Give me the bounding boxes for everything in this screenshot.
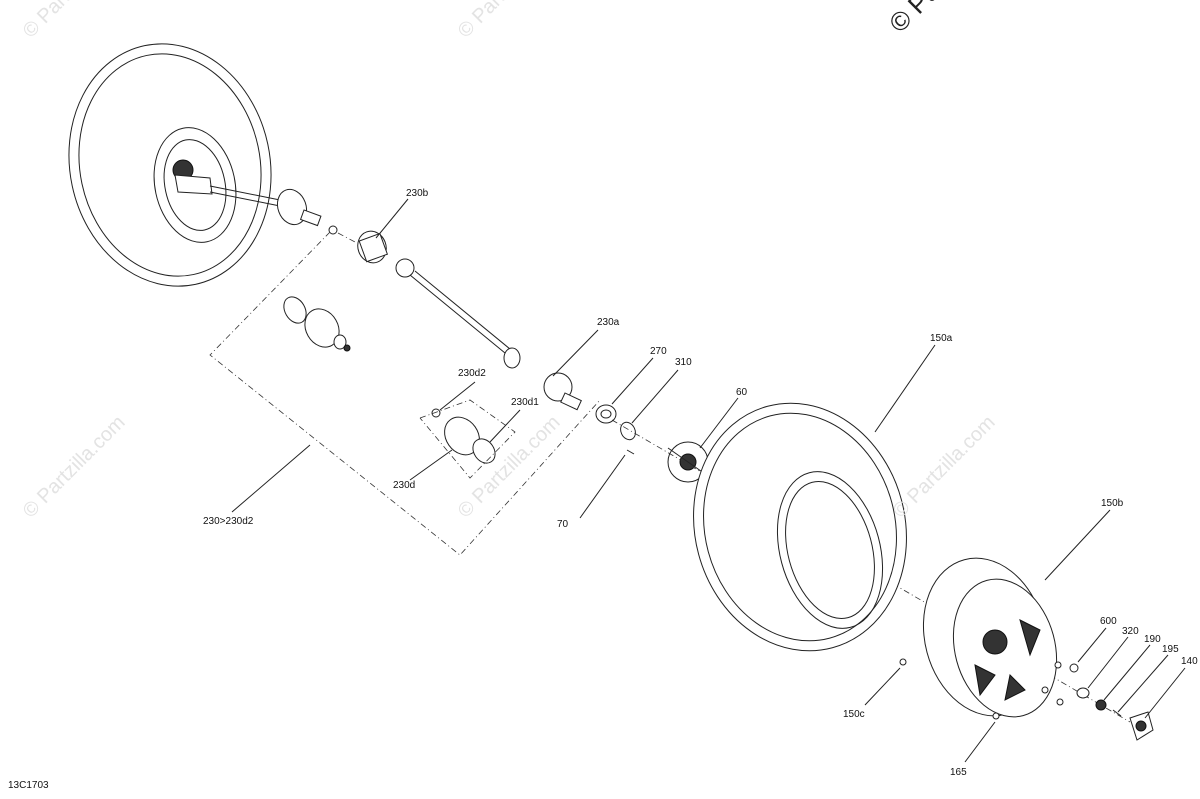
callout-230d1: 230d1 — [511, 397, 539, 408]
callout-165: 165 — [950, 767, 967, 778]
right-tire-150a — [693, 402, 907, 652]
callout-150b: 150b — [1101, 498, 1124, 509]
upper-drive-shaft — [209, 185, 338, 235]
cotter-pin-70 — [626, 449, 635, 455]
callout-230d2: 230d2 — [458, 368, 486, 379]
callout-190: 190 — [1144, 634, 1161, 645]
drawing-code: 13C1703 — [8, 780, 49, 791]
leader-lines — [231, 198, 1186, 763]
callout-230-230d2: 230>230d2 — [203, 516, 254, 527]
circlip-310 — [620, 421, 636, 441]
callout-270: 270 — [650, 346, 667, 357]
callout-150c: 150c — [843, 709, 865, 720]
boot-assembly — [283, 296, 351, 352]
callout-195: 195 — [1162, 644, 1179, 655]
kit-bracket-230 — [209, 231, 601, 556]
callout-600: 600 — [1100, 616, 1117, 627]
callout-60: 60 — [736, 387, 748, 398]
rim-150b — [922, 557, 1058, 718]
callout-150a: 150a — [930, 333, 953, 344]
callout-310: 310 — [675, 357, 692, 368]
callout-320: 320 — [1122, 626, 1139, 637]
boot-230d — [431, 408, 496, 464]
callout-140: 140 — [1181, 656, 1198, 667]
upper-left-wheel — [68, 43, 272, 287]
bearing-housing-230b — [337, 230, 389, 264]
callout-70: 70 — [557, 519, 569, 530]
cv-joint-230a — [543, 372, 582, 411]
axle-shaft — [395, 258, 521, 369]
callout-230d: 230d — [393, 480, 416, 491]
kit-bracket-230d — [419, 399, 516, 479]
bearing-270 — [595, 404, 617, 424]
callout-230b: 230b — [406, 188, 429, 199]
lug-hardware — [899, 658, 1154, 741]
callout-230a: 230a — [597, 317, 620, 328]
